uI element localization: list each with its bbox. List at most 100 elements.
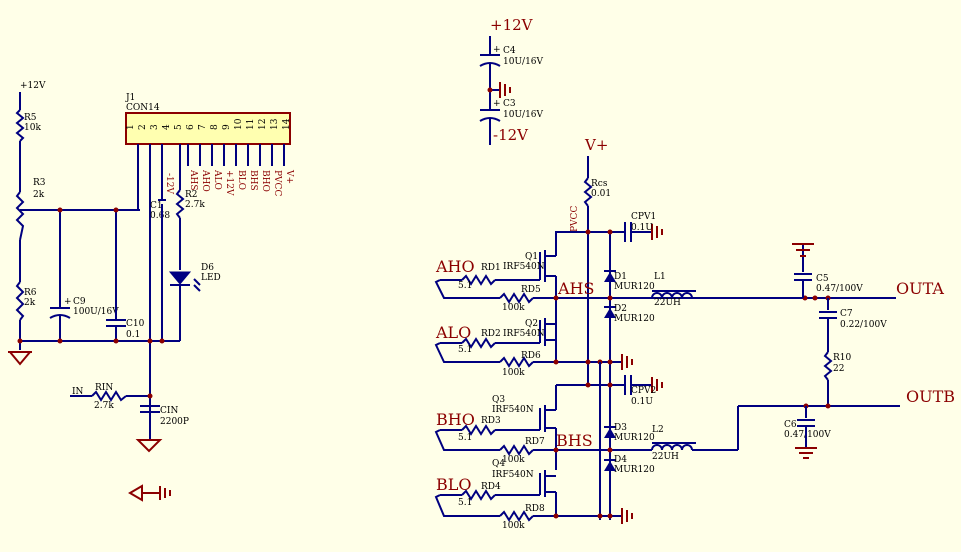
l2-val: 22UH	[652, 452, 679, 462]
outb-label: OUTB	[906, 387, 955, 406]
alo-label: ALO	[435, 323, 471, 342]
d6-ref: D6	[201, 263, 214, 273]
j1-type: CON14	[126, 103, 160, 113]
r10-ref: R10	[833, 353, 852, 363]
d4-val: MUR120	[614, 465, 655, 475]
c3-ref: C3	[503, 99, 516, 109]
cpv2-val: 0.1U	[631, 397, 653, 407]
c1-ref: C1	[150, 201, 163, 211]
r2-ref: R2	[185, 190, 198, 200]
j1-pin-number: 8	[210, 124, 220, 130]
d1-ref: D1	[614, 272, 627, 282]
cin-ref: CIN	[160, 406, 178, 416]
r5-resistor	[15, 109, 25, 142]
d6-val: LED	[201, 273, 221, 283]
d2-diode	[604, 308, 616, 318]
q3-type: IRF540N	[492, 405, 534, 415]
l1-val: 22UH	[654, 298, 681, 308]
j1-pin-name: +12V	[224, 170, 234, 196]
rd7-val: 100k	[502, 455, 525, 465]
rd5-ref: RD5	[521, 285, 541, 295]
j1-pin-number: 12	[258, 119, 268, 130]
rd8-resistor	[499, 510, 534, 522]
c6-ref: C6	[784, 420, 797, 430]
d3-val: MUR120	[614, 433, 655, 443]
r2-resistor	[175, 189, 185, 219]
j1-ref: J1	[125, 93, 135, 103]
in-label: IN	[72, 387, 84, 397]
j1-pin-name: BHO	[260, 170, 270, 192]
rd4-ref: RD4	[481, 482, 501, 492]
rd8-val: 100k	[502, 521, 525, 531]
c4-plus: +	[493, 45, 501, 55]
rd4-val: 5.1	[458, 498, 472, 508]
rd7-ref: RD7	[525, 437, 545, 447]
ground-icon	[7, 351, 33, 366]
j1-pin-number: 2	[138, 124, 148, 130]
c9-val: 100U/16V	[73, 307, 119, 317]
c5-val: 0.47/100V	[816, 284, 863, 294]
j1-connector	[125, 112, 291, 145]
r5-ref: R5	[24, 113, 37, 123]
rd6-val: 100k	[502, 368, 525, 378]
rd5-val: 100k	[502, 303, 525, 313]
ground-icon	[135, 439, 163, 453]
aho-label: AHO	[435, 257, 475, 276]
q4-type: IRF540N	[492, 470, 534, 480]
r5-val: 10k	[24, 123, 41, 133]
q1-type: IRF540N	[503, 262, 545, 272]
c3-plus: +	[493, 99, 501, 109]
rd6-ref: RD6	[521, 351, 541, 361]
r10-val: 22	[833, 364, 844, 374]
d3-diode	[604, 428, 616, 438]
c7-val: 0.22/100V	[840, 320, 887, 330]
bho-label: BHO	[436, 410, 475, 429]
d4-ref: D4	[614, 455, 627, 465]
chassis-ground-icon	[128, 484, 143, 502]
rd3-ref: RD3	[481, 416, 501, 426]
rin-ref: RIN	[95, 383, 113, 393]
r6-resistor	[15, 281, 25, 321]
rd1-resistor	[461, 274, 496, 286]
r3-val: 2k	[33, 190, 45, 200]
c5-ref: C5	[816, 274, 829, 284]
d1-val: MUR120	[614, 282, 655, 292]
bhs-label: BHS	[556, 431, 593, 450]
c10-val: 0.1	[126, 330, 140, 340]
rin-val: 2.7k	[94, 401, 114, 411]
c9-ref: C9	[73, 297, 86, 307]
j1-pin-number: 7	[198, 124, 208, 130]
rd6-resistor	[499, 356, 534, 368]
l2-ref: L2	[652, 425, 664, 435]
j1-pin-name: BHS	[248, 170, 258, 191]
d1-diode	[604, 272, 616, 282]
c9-plus: +	[64, 297, 72, 307]
rd1-ref: RD1	[481, 263, 501, 273]
rd3-val: 5.1	[458, 433, 472, 443]
j1-pin-name: AHS	[188, 169, 198, 191]
r6-val: 2k	[24, 298, 36, 308]
pvcc-label: PVCC	[570, 206, 580, 232]
rcs-resistor	[583, 177, 593, 207]
c4-val: 10U/16V	[503, 57, 544, 67]
rd2-resistor	[461, 337, 496, 349]
l1-inductor	[651, 292, 693, 299]
d3-ref: D3	[614, 423, 627, 433]
l1-ref: L1	[654, 272, 666, 282]
d2-ref: D2	[614, 304, 627, 314]
j1-pin-name: ALO	[212, 169, 222, 190]
r2-val: 2.7k	[185, 200, 205, 210]
cpv2-ref: CPV2	[631, 386, 656, 396]
rcs-ref: Rcs	[591, 179, 608, 189]
outa-label: OUTA	[896, 279, 944, 298]
j1-pin-number: 3	[150, 124, 160, 130]
c1-val: 0.68	[150, 211, 170, 221]
j1-pin-number: 13	[270, 118, 280, 130]
j1-pin-number: 14	[282, 118, 292, 130]
cpv1-ref: CPV1	[631, 212, 656, 222]
l2-inductor	[651, 444, 693, 451]
d6-led	[168, 271, 192, 285]
c4-ref: C4	[503, 46, 516, 56]
